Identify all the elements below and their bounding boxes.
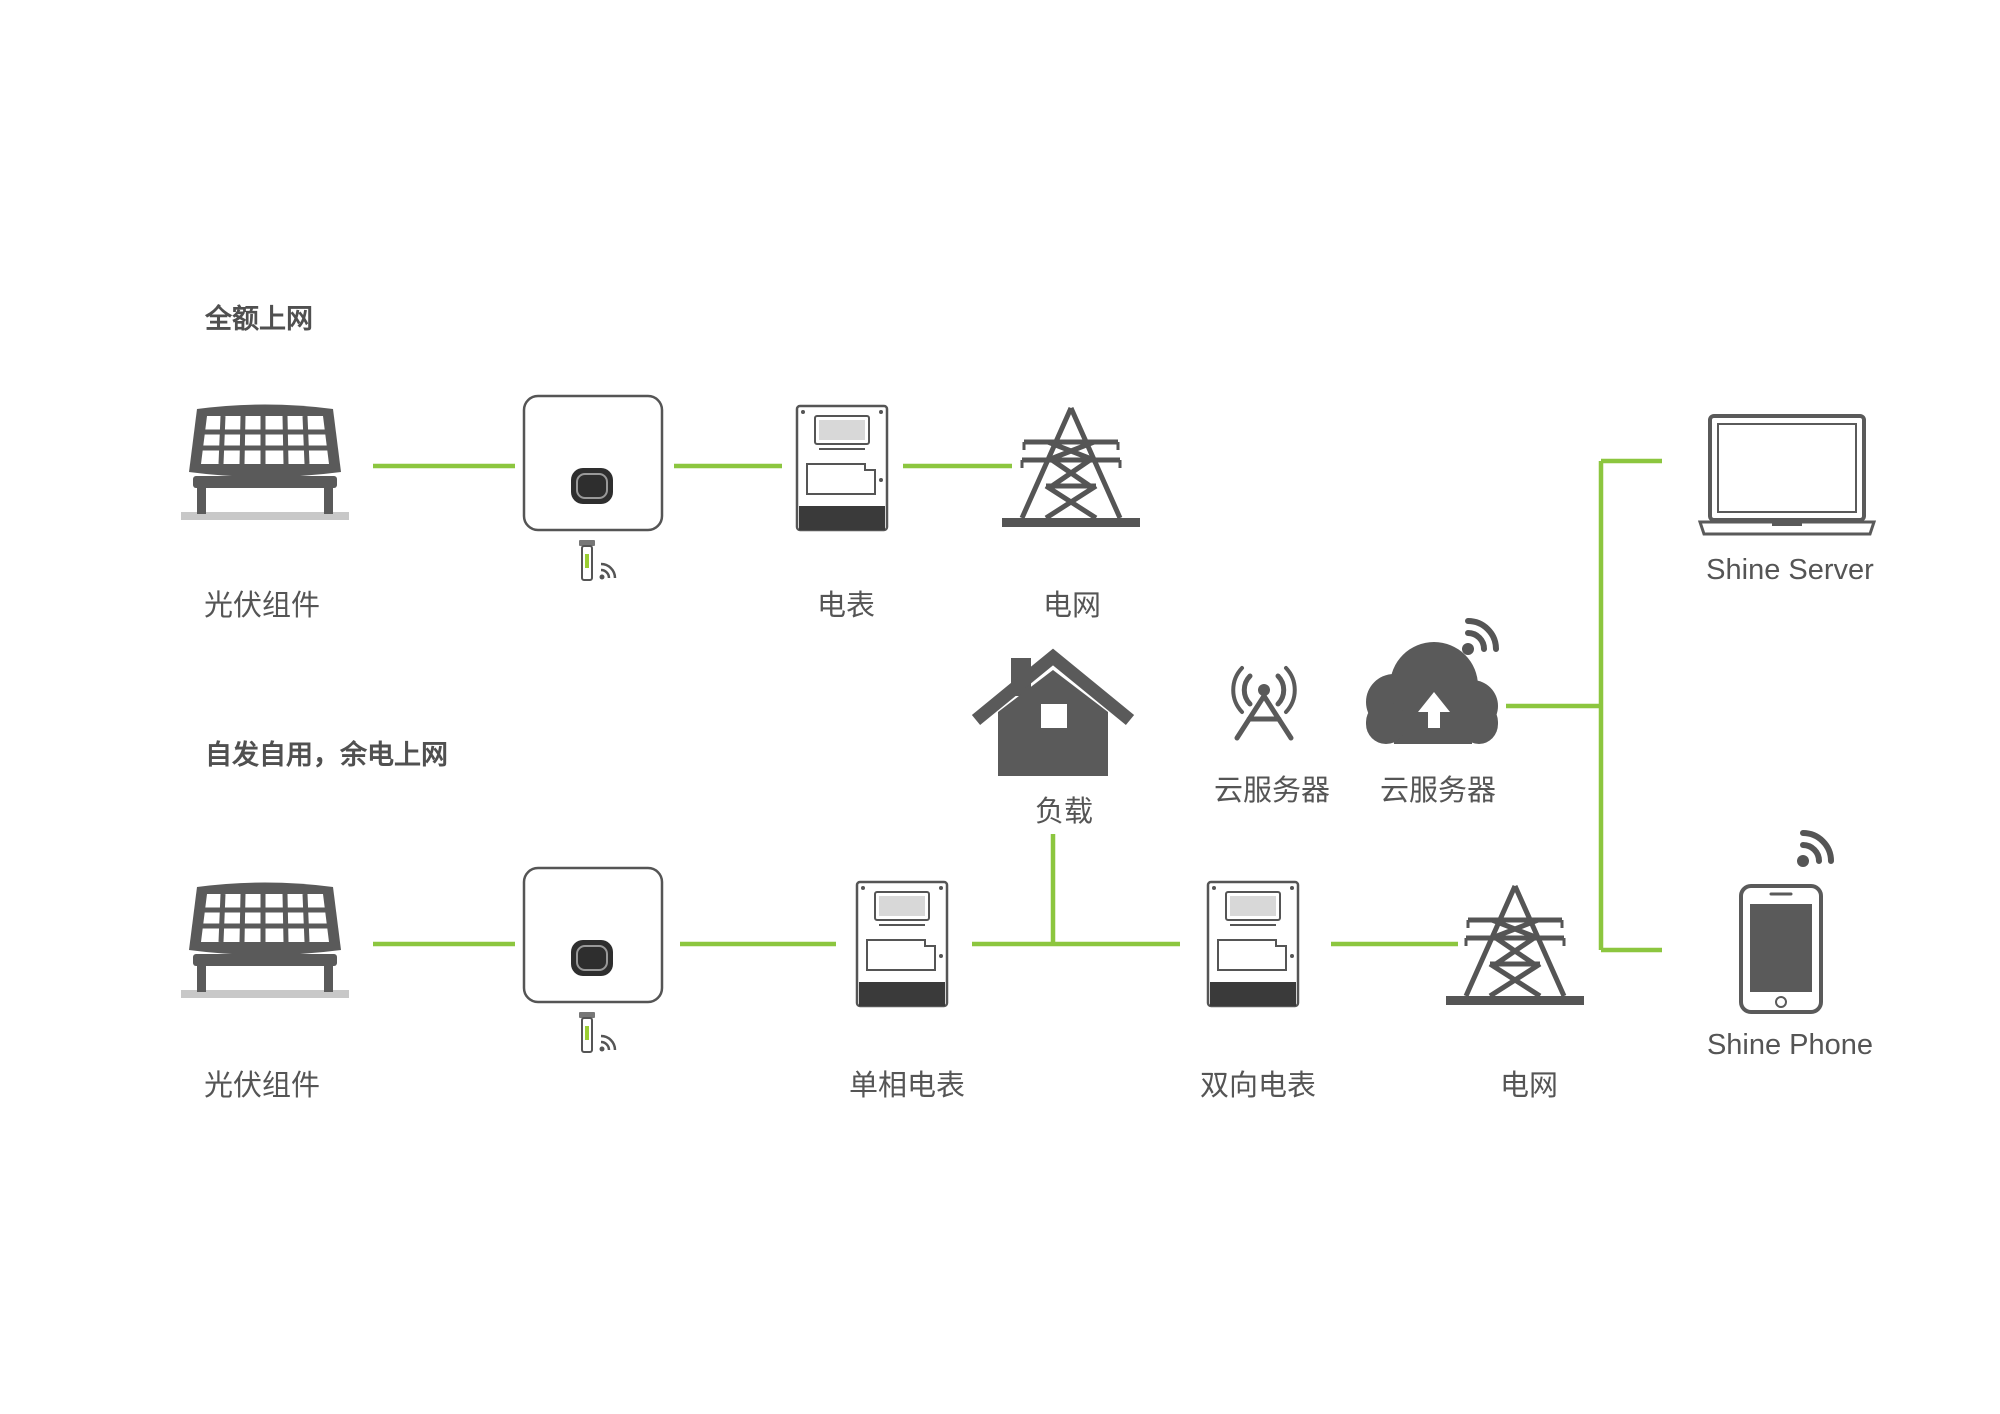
pv-top-label: 光伏组件 bbox=[203, 588, 321, 622]
laptop-icon bbox=[1697, 414, 1877, 536]
wifi-dongle-icon bbox=[577, 538, 617, 582]
cloud-server-label: 云服务器 bbox=[1379, 773, 1497, 807]
connection-lines bbox=[373, 458, 1662, 953]
grid-top-label: 电网 bbox=[1042, 588, 1102, 622]
wifi-dongle-icon bbox=[577, 1010, 617, 1054]
section-title-full-grid: 全额上网 bbox=[205, 304, 313, 335]
wifi-signal-icon bbox=[1797, 833, 1831, 867]
bidirectional-meter-label: 双向电表 bbox=[1199, 1068, 1317, 1102]
single-phase-meter-icon bbox=[855, 880, 949, 1008]
wifi-signal-icon bbox=[1462, 621, 1496, 655]
electric-meter-icon bbox=[795, 404, 889, 532]
smartphone-icon bbox=[1739, 884, 1823, 1014]
shine-server-label: Shine Server bbox=[1706, 554, 1874, 586]
transmission-tower-icon bbox=[1002, 408, 1140, 527]
transmission-tower-icon bbox=[1446, 886, 1584, 1005]
cloud-server-tower-label: 云服务器 bbox=[1213, 773, 1331, 807]
meter-top-label: 电表 bbox=[816, 588, 876, 622]
single-phase-meter-label: 单相电表 bbox=[848, 1068, 966, 1102]
house-icon bbox=[971, 648, 1135, 776]
solar-panel-icon bbox=[181, 405, 349, 521]
load-label: 负载 bbox=[1034, 794, 1094, 828]
cloud-upload-icon bbox=[1366, 642, 1498, 744]
shine-phone-label: Shine Phone bbox=[1706, 1029, 1874, 1061]
grid-bottom-label: 电网 bbox=[1499, 1068, 1559, 1102]
signal-tower-icon bbox=[1231, 666, 1297, 741]
solar-panel-icon bbox=[181, 883, 349, 999]
pv-bottom-label: 光伏组件 bbox=[203, 1068, 321, 1102]
bidirectional-meter-icon bbox=[1206, 880, 1300, 1008]
inverter-icon bbox=[522, 394, 664, 532]
section-title-self-use: 自发自用，余电上网 bbox=[205, 740, 448, 771]
inverter-icon bbox=[522, 866, 664, 1004]
